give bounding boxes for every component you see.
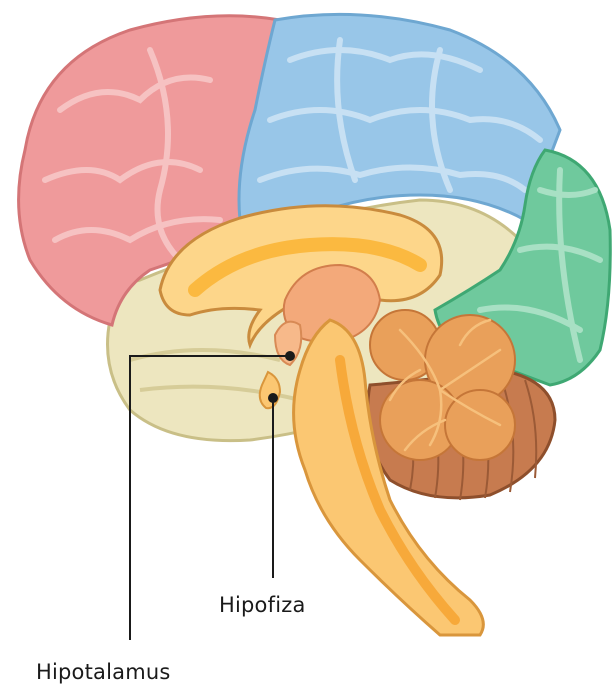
hipotalamus-marker xyxy=(285,351,295,361)
label-hipotalamus: Hipotalamus xyxy=(36,660,171,684)
hipofiza-marker xyxy=(268,393,278,403)
label-hipofiza: Hipofiza xyxy=(219,593,306,617)
